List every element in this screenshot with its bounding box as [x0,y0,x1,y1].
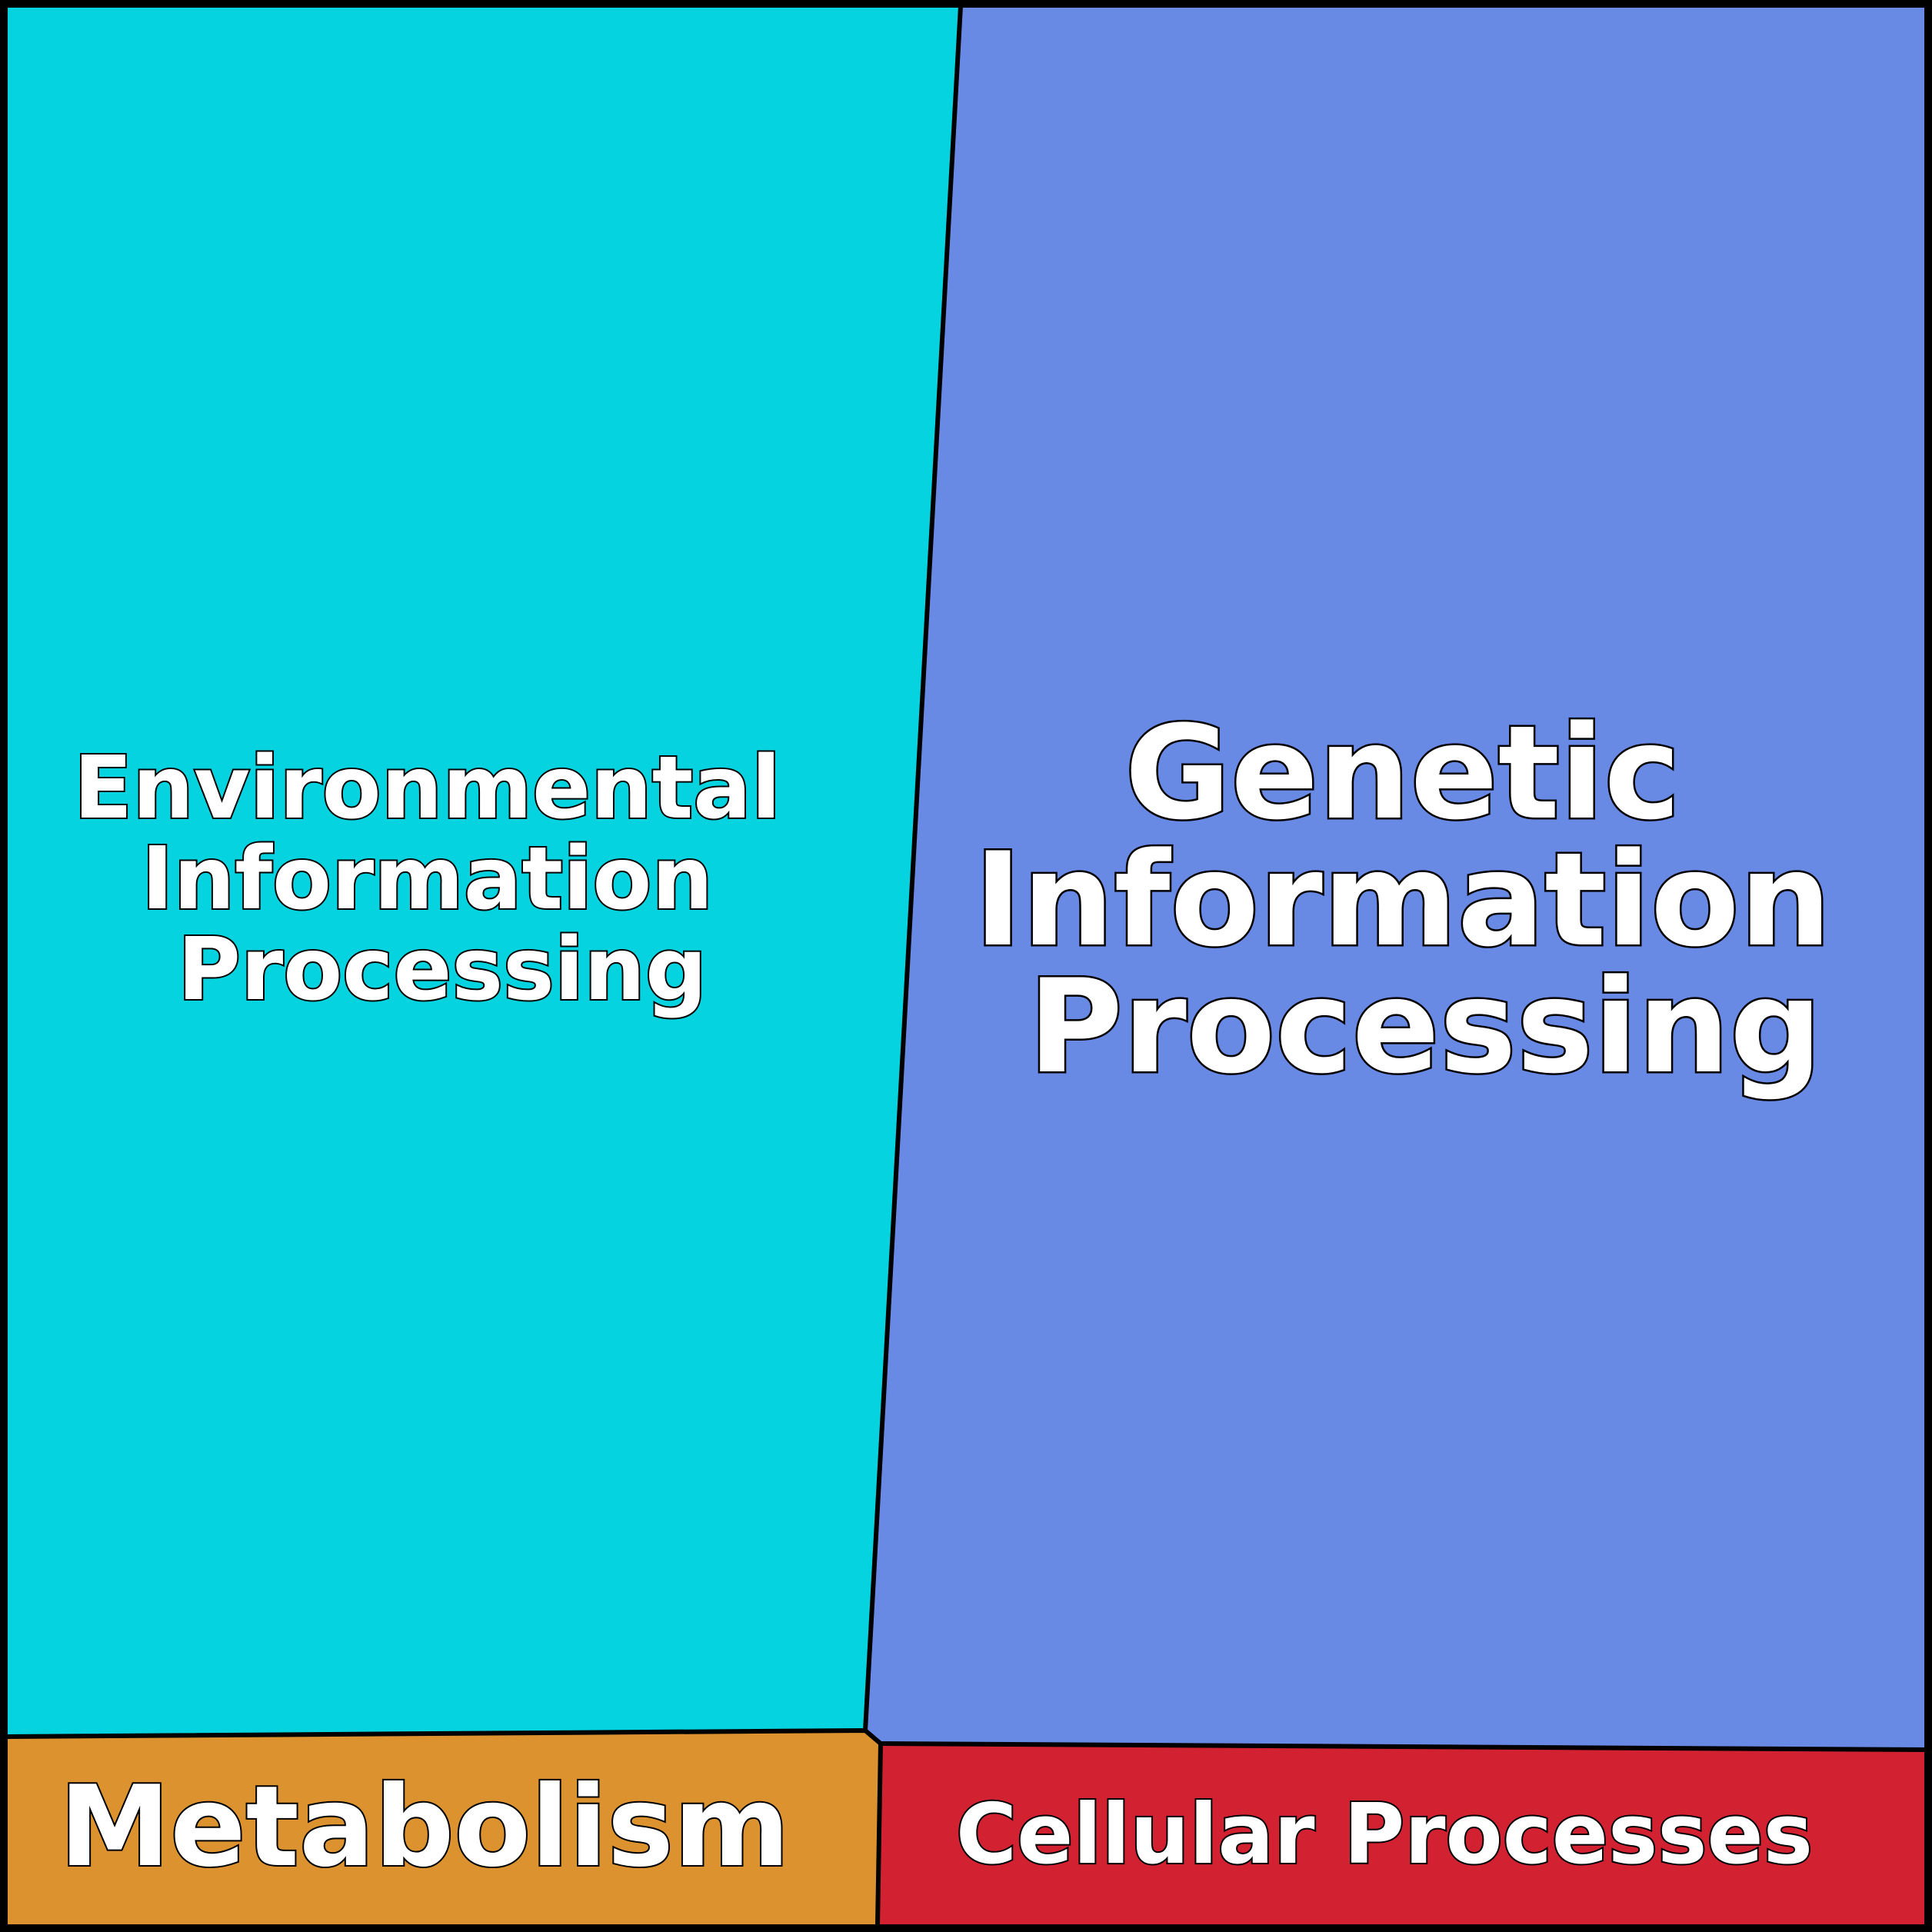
border-metabolism-cellular [875,1743,883,1927]
label-metabolism: Metabolism [59,1762,790,1892]
cell-environmental-information-processing [6,6,961,1737]
label-line: Genetic [1124,698,1681,848]
cell-cellular-processes [878,1744,1926,1926]
label-line: Environmental [74,738,781,838]
label-line: Cellular Processes [956,1787,1813,1883]
label-line: Processing [178,920,707,1020]
border-top-bottom-left [5,1728,882,1746]
border-env-genetic [863,5,963,1731]
border-top-bottom-right [880,1741,1927,1752]
cell-genetic-information-processing [865,6,1926,1750]
label-genetic-information-processing: Genetic Information Processing [974,698,1876,1102]
label-cellular-processes: Cellular Processes [956,1787,1813,1883]
cell-borders [5,5,1927,1927]
label-line: Information [974,824,1831,975]
label-environmental-information-processing: Environmental Information Processing [74,738,811,1020]
cell-metabolism [6,1730,881,1926]
label-line: Information [142,829,713,929]
label-line: Processing [1028,951,1822,1102]
label-line: Metabolism [59,1762,790,1892]
